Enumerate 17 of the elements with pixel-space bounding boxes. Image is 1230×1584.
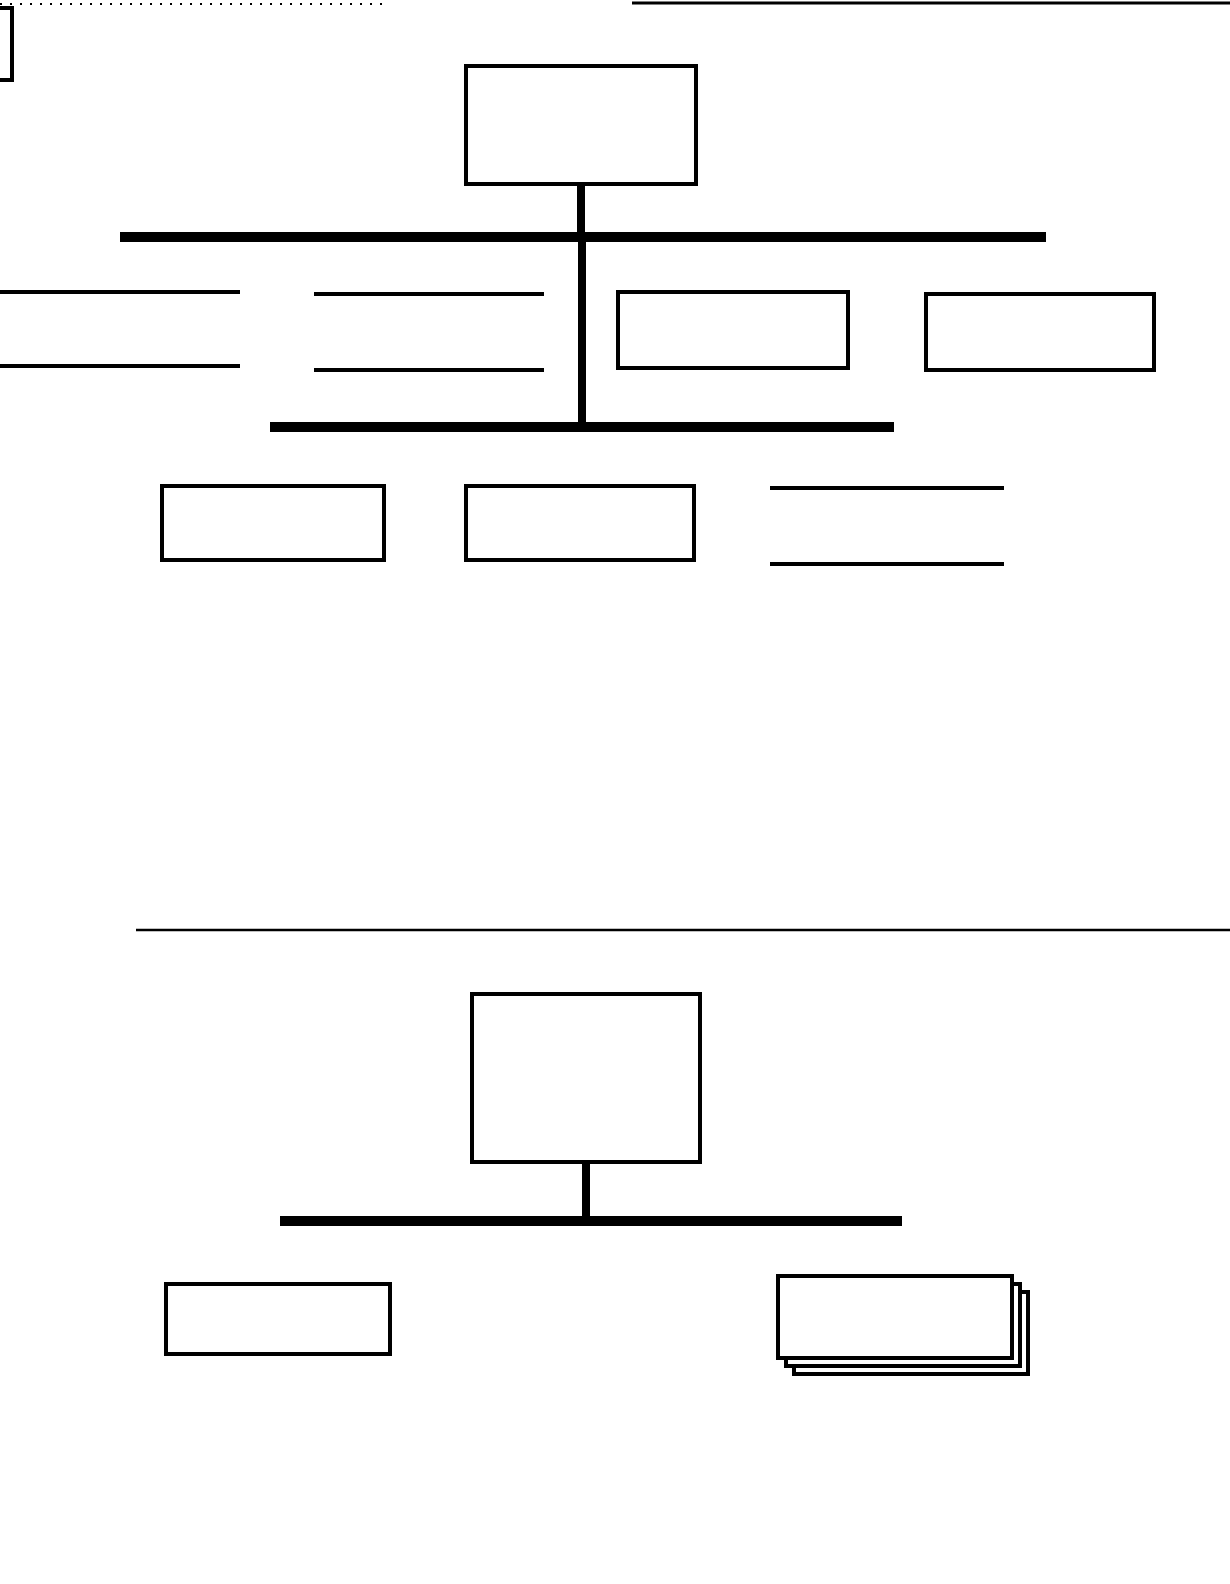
bus-bar xyxy=(280,1216,902,1226)
bus-bar xyxy=(270,422,894,432)
org-box xyxy=(924,292,1156,372)
org-box xyxy=(164,1282,392,1356)
connector-line xyxy=(582,1164,590,1216)
connector-line xyxy=(577,186,585,232)
open-box xyxy=(314,292,544,372)
org-box xyxy=(470,992,702,1164)
open-box xyxy=(0,290,240,368)
open-box xyxy=(770,486,1004,566)
org-box xyxy=(464,64,698,186)
connector-line xyxy=(578,242,586,422)
bus-bar xyxy=(120,232,1046,242)
org-box xyxy=(464,484,696,562)
org-box xyxy=(160,484,386,562)
stacked-boxes xyxy=(776,1274,1030,1376)
org-box xyxy=(616,290,850,370)
